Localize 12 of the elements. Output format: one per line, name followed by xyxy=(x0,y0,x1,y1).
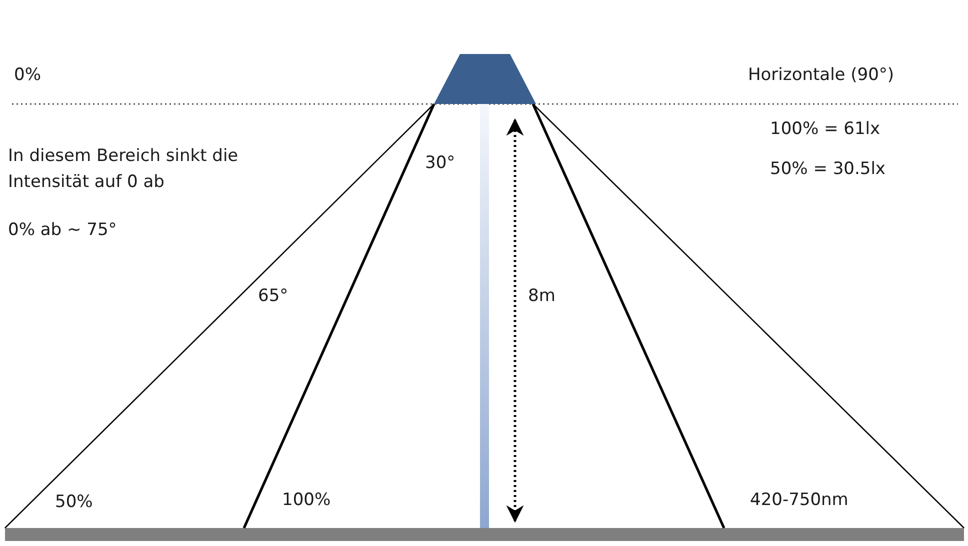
annotation-label: 420-750nm xyxy=(750,489,848,512)
annotation-label: 0% xyxy=(14,64,41,87)
annotation-label: 100% = 61lx xyxy=(770,118,880,141)
annotation-label: 8m xyxy=(528,285,556,308)
annotation-label: 50% xyxy=(55,491,93,514)
annotation-label: Horizontale (90°) xyxy=(748,64,894,87)
annotation-label: 65° xyxy=(258,285,288,308)
annotation-label: 50% = 30.5lx xyxy=(770,158,886,181)
annotation-label: In diesem Bereich sinkt die Intensität auf 0 ab xyxy=(8,145,240,194)
annotation-label: 30° xyxy=(425,152,456,175)
annotation-label: 0% ab ~ 75° xyxy=(8,219,117,242)
annotation-label: 100% xyxy=(282,489,331,512)
